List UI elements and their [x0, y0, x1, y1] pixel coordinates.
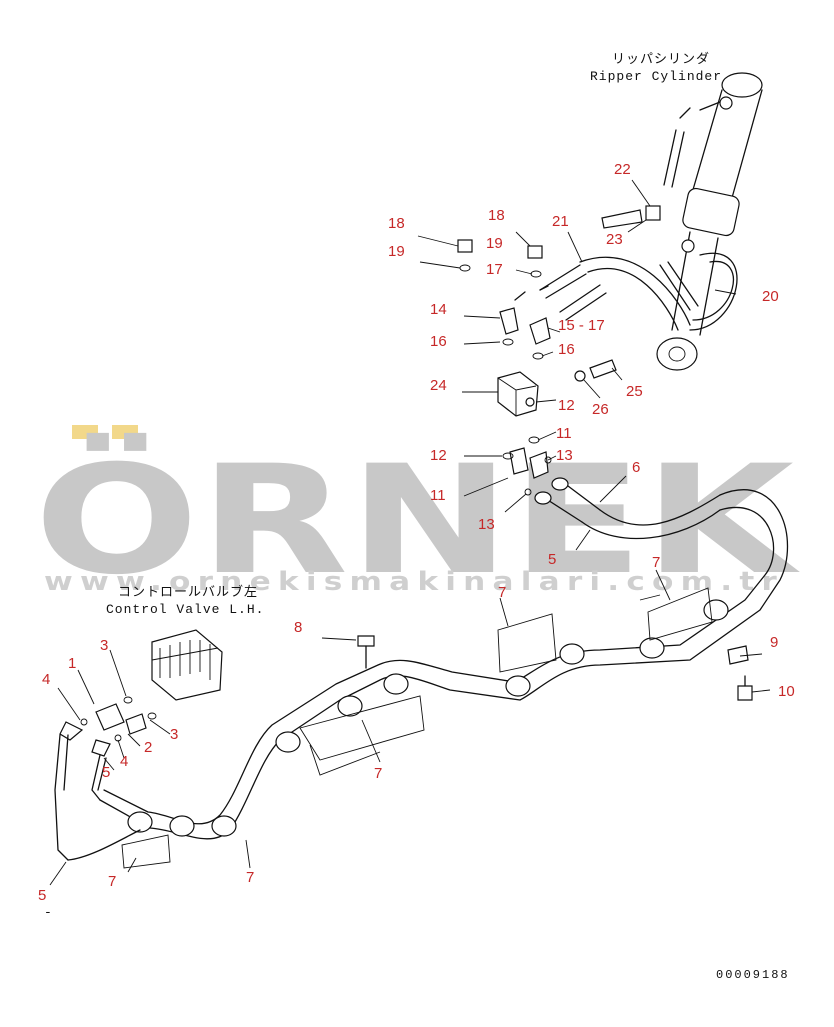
- control-valve-label-en: Control Valve L.H.: [106, 602, 264, 617]
- fitting-13: [529, 451, 549, 479]
- part-number-5: 5: [38, 887, 46, 904]
- valve-block: [497, 371, 539, 417]
- part-number-12: 12: [430, 447, 447, 464]
- part-number-11: 11: [556, 425, 572, 442]
- part-number-26: 26: [592, 401, 609, 418]
- cylinder-top-cap: [721, 72, 763, 98]
- part-number-10: 10: [778, 683, 795, 700]
- part-number-8: 8: [294, 619, 302, 636]
- part-number-7: 7: [374, 765, 382, 782]
- part-number-19: 19: [486, 235, 503, 252]
- part-number-2: 2: [144, 739, 152, 756]
- part-number-9: 9: [770, 634, 778, 651]
- plug-18-right: [527, 245, 543, 259]
- valve-block-body: [497, 371, 539, 417]
- watermark-accent-right: [112, 425, 138, 439]
- cylinder-trunnion: [682, 187, 740, 237]
- part-number-25: 25: [626, 383, 643, 400]
- part-number-13: 13: [478, 516, 495, 533]
- bolt-10: [737, 685, 753, 701]
- bolt-8: [357, 635, 375, 647]
- clamps: [127, 599, 749, 837]
- part-number-1: 1: [68, 655, 76, 672]
- cylinder-rod-eye: [656, 337, 698, 371]
- part-number-24: 24: [430, 377, 447, 394]
- fitting-11: [509, 447, 529, 475]
- part-number-3: 3: [100, 637, 108, 654]
- part-number-19: 19: [388, 243, 405, 260]
- part-number-18: 18: [488, 207, 505, 224]
- plug-18-left: [457, 239, 473, 253]
- bolt-25: [589, 359, 617, 379]
- part-number-3: 3: [170, 726, 178, 743]
- part-number-11: 11: [430, 487, 446, 504]
- part-number-18: 18: [388, 215, 405, 232]
- ripper-cylinder: [656, 72, 763, 371]
- part-number-4: 4: [42, 671, 50, 688]
- part-number-20: 20: [762, 288, 779, 305]
- part-number-7: 7: [498, 584, 506, 601]
- part-number-12: 12: [558, 397, 575, 414]
- elbow-14: [499, 307, 519, 335]
- part-number-13: 13: [556, 447, 573, 464]
- part-number-15-17: 15 - 17: [558, 317, 605, 334]
- part-number-22: 22: [614, 161, 631, 178]
- part-numbers: 1 2 3 3 4 4 5 5 5 6 7 7 7 7 7 8 9 10 11 …: [38, 161, 795, 904]
- part-number-14: 14: [430, 301, 447, 318]
- part-number-7: 7: [652, 554, 660, 571]
- part-number-16: 16: [430, 333, 447, 350]
- part-number-23: 23: [606, 231, 623, 248]
- part-number-16: 16: [558, 341, 575, 358]
- control-valve-body: [151, 629, 223, 701]
- part-number-7: 7: [108, 873, 116, 890]
- part-number-21: 21: [552, 213, 569, 230]
- bolt-23: [601, 209, 643, 229]
- leader-lines: [49, 179, 771, 886]
- ripper-cylinder-label-jp: リッパシリンダ: [612, 52, 710, 67]
- control-valve-label-jp: コントロールバルブ左: [118, 584, 258, 600]
- part-number-6: 6: [632, 459, 640, 476]
- ripper-cylinder-label-en: Ripper Cylinder: [590, 69, 722, 84]
- watermark-accent-left: [72, 425, 98, 439]
- elbow-15: [529, 317, 551, 345]
- part-number-5: 5: [548, 551, 556, 568]
- part-number-17: 17: [486, 261, 503, 278]
- dash-mark: -: [44, 905, 53, 920]
- control-valve: [151, 629, 223, 701]
- part-number-4: 4: [120, 753, 128, 770]
- watermark: ÖRNEK www.ornekismakinalari.com.tr: [34, 425, 800, 608]
- washer-26: [574, 370, 586, 382]
- block-22: [645, 205, 661, 221]
- adapter-1: [95, 703, 125, 731]
- part-number-7: 7: [246, 869, 254, 886]
- part-number-5: 5: [102, 764, 110, 781]
- adapter-2: [125, 713, 147, 735]
- watermark-url: www.ornekismakinalari.com.tr: [44, 567, 784, 597]
- drawing-number: 00009188: [716, 968, 790, 982]
